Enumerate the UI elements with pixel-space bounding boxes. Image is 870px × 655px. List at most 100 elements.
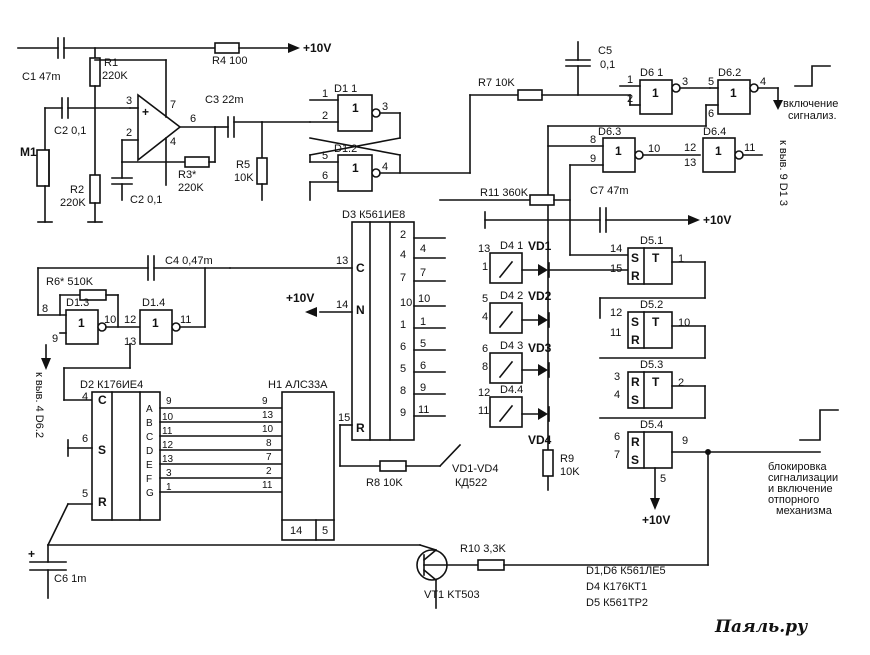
svg-text:6: 6 (482, 343, 488, 355)
d1-2-gate (337, 154, 373, 192)
svg-text:6: 6 (420, 360, 426, 372)
svg-text:1: 1 (78, 316, 85, 330)
output-note: блокировка (768, 461, 828, 473)
svg-text:13: 13 (684, 157, 696, 169)
svg-text:14: 14 (610, 243, 622, 255)
svg-text:4: 4 (614, 389, 620, 401)
d6-4-label: D6.4 (703, 126, 726, 138)
d6-2-label: D6.2 (718, 67, 741, 79)
r3-label: R3* (178, 169, 197, 181)
svg-text:2: 2 (126, 127, 132, 139)
svg-text:10: 10 (162, 412, 174, 423)
svg-text:5: 5 (708, 76, 714, 88)
svg-text:T: T (652, 315, 660, 329)
svg-text:8: 8 (42, 303, 48, 315)
svg-text:11: 11 (744, 142, 755, 154)
svg-text:6: 6 (400, 341, 406, 353)
r7-label: R7 10K (478, 77, 515, 89)
d5-4-label: D5.4 (640, 419, 663, 431)
power-label: +10V (703, 213, 731, 227)
svg-text:N: N (356, 303, 365, 317)
output-note: и включение (768, 483, 833, 495)
svg-text:11: 11 (610, 327, 621, 339)
c3-label: C3 22m (205, 94, 244, 106)
svg-text:8: 8 (482, 361, 488, 373)
svg-text:8: 8 (590, 134, 596, 146)
r7-resistor (517, 89, 543, 101)
svg-text:1: 1 (652, 86, 659, 100)
svg-text:4: 4 (400, 249, 406, 261)
r2-value: 220K (60, 197, 86, 209)
svg-text:10: 10 (262, 424, 274, 435)
svg-text:1: 1 (615, 144, 622, 158)
d6-3-gate (602, 137, 636, 173)
d1-3-gate (65, 309, 99, 345)
svg-text:R: R (631, 435, 640, 449)
r4-resistor (214, 42, 240, 54)
svg-text:13: 13 (336, 255, 348, 267)
svg-text:D: D (146, 446, 153, 457)
svg-text:11: 11 (478, 405, 489, 417)
d4-3-label: D4 3 (500, 340, 523, 352)
c2-label: C2 0,1 (54, 125, 86, 137)
svg-text:3: 3 (614, 371, 620, 383)
svg-text:S: S (98, 443, 106, 457)
svg-text:5: 5 (400, 363, 406, 375)
svg-text:C: C (98, 393, 107, 407)
output-note: отпорного (768, 494, 819, 506)
svg-text:1: 1 (715, 144, 722, 158)
d1-4-label: D1.4 (142, 297, 165, 309)
power-label: +10V (642, 513, 670, 527)
svg-text:13: 13 (162, 454, 174, 465)
output-note: механизма (776, 505, 833, 517)
svg-text:14: 14 (336, 299, 348, 311)
r6-label: R6* 510K (46, 276, 94, 288)
svg-text:7: 7 (614, 449, 620, 461)
svg-text:10: 10 (678, 317, 690, 329)
svg-text:13: 13 (124, 336, 136, 348)
d1-1-label: D1 1 (334, 83, 357, 95)
vd1-label: VD1 (528, 239, 552, 253)
r4-label: R4 100 (212, 55, 247, 67)
d6-3-label: D6.3 (598, 126, 621, 138)
power-label: +10V (303, 41, 331, 55)
svg-text:12: 12 (124, 314, 136, 326)
to-d13-note: к выв. 9 D1 3 (777, 140, 789, 206)
c5-value: 0,1 (600, 59, 615, 71)
to-d62-note: к выв. 4 D6.2 (33, 372, 45, 438)
c6-label: C6 1m (54, 573, 86, 585)
svg-text:15: 15 (338, 412, 350, 424)
output-note: включение (783, 98, 838, 110)
r10-label: R10 3,3K (460, 543, 507, 555)
svg-text:2: 2 (678, 377, 684, 389)
svg-text:E: E (146, 460, 153, 471)
svg-text:1: 1 (482, 261, 488, 273)
svg-text:10: 10 (648, 143, 660, 155)
d2-label: D2 К176ИЕ4 (80, 379, 143, 391)
vt1-label: VT1 KT503 (424, 589, 480, 601)
h1-label: H1 АЛС33А (268, 379, 328, 391)
r3-resistor (184, 156, 210, 168)
svg-text:1: 1 (352, 161, 359, 175)
arrow-icon (773, 100, 783, 110)
c4-label: C4 0,47m (165, 255, 213, 267)
r10-resistor (477, 559, 505, 571)
c7-label: C7 47m (590, 185, 629, 197)
arrow-icon (41, 358, 51, 370)
d4-2-label: D4 2 (500, 290, 523, 302)
arrow-icon (650, 498, 660, 510)
svg-text:11: 11 (418, 404, 429, 416)
svg-text:2: 2 (322, 110, 328, 122)
r2-label: R2 (70, 184, 84, 196)
svg-text:1: 1 (166, 482, 172, 493)
power-label: +10V (286, 291, 314, 305)
svg-text:10: 10 (418, 293, 430, 305)
r9-label: R9 (560, 453, 574, 465)
svg-text:A: A (146, 404, 153, 415)
m1-label: M1 (20, 145, 37, 159)
diodes: VD1 VD2 VD3 VD4 (521, 239, 631, 447)
svg-text:6: 6 (322, 170, 328, 182)
